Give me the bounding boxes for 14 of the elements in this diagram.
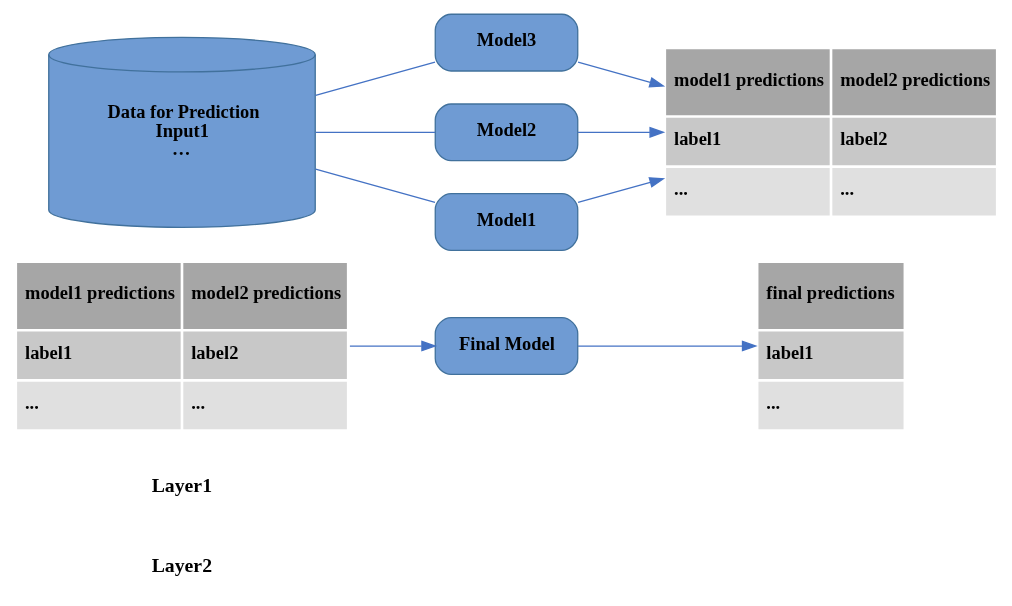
- label: Layer1: [151, 473, 212, 496]
- arrow: [348, 340, 437, 352]
- label: Layer2: [151, 553, 212, 576]
- arrow: [576, 126, 665, 138]
- node-box: Model1: [434, 192, 578, 251]
- node-box: Final Model: [434, 316, 578, 375]
- arrow: [576, 340, 758, 352]
- arrow: [576, 176, 665, 203]
- connector: [314, 168, 436, 203]
- node-box: Model3: [434, 13, 578, 72]
- connector: [314, 61, 436, 96]
- node-box: Model2: [434, 102, 578, 161]
- connector: [314, 131, 436, 133]
- arrow: [576, 61, 665, 88]
